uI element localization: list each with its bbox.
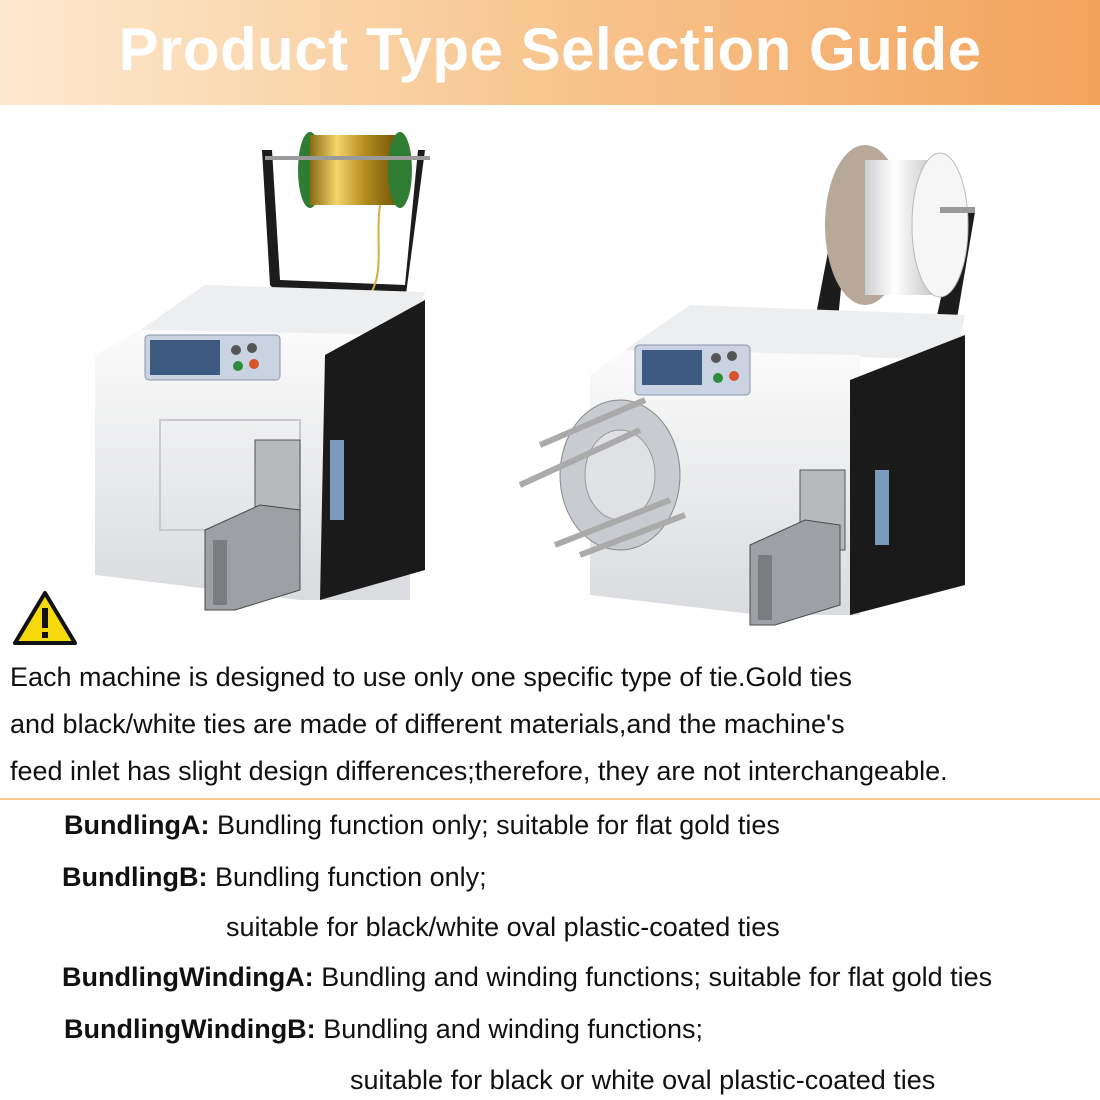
- type-desc-continued: suitable for black/white oval plastic-co…: [226, 912, 780, 942]
- compatibility-notice: Each machine is designed to use only one…: [10, 654, 1100, 795]
- notice-line: Each machine is designed to use only one…: [10, 662, 852, 692]
- type-desc-continued: suitable for black or white oval plastic…: [350, 1065, 936, 1095]
- left-machine-image: [95, 132, 430, 611]
- right-machine-image: [518, 145, 975, 626]
- type-row-bundling-b: BundlingB: Bundling function only;: [62, 862, 487, 893]
- type-row-bundling-winding-b: BundlingWindingB: Bundling and winding f…: [64, 1014, 703, 1045]
- type-name: BundlingB:: [62, 862, 208, 892]
- type-name: BundlingWindingB:: [64, 1014, 316, 1044]
- page-title: Product Type Selection Guide: [118, 16, 982, 83]
- type-desc: Bundling and winding functions; suitable…: [321, 962, 993, 992]
- type-row-bundling-a: BundlingA: Bundling function only; suita…: [64, 810, 780, 841]
- header-banner: Product Type Selection Guide: [0, 0, 1100, 105]
- type-desc: Bundling function only;: [214, 862, 487, 892]
- notice-line: and black/white ties are made of differe…: [10, 709, 845, 739]
- type-row-bundling-winding-a: BundlingWindingA: Bundling and winding f…: [62, 962, 992, 993]
- type-desc: Bundling and winding functions;: [323, 1014, 703, 1044]
- product-photos: [95, 132, 975, 626]
- warning-triangle-icon: [13, 591, 77, 645]
- type-name: BundlingWindingA:: [62, 962, 314, 992]
- section-divider: [0, 798, 1100, 800]
- type-name: BundlingA:: [64, 810, 210, 840]
- notice-line: feed inlet has slight design differences…: [10, 756, 948, 786]
- type-desc: Bundling function only; suitable for fla…: [216, 810, 780, 840]
